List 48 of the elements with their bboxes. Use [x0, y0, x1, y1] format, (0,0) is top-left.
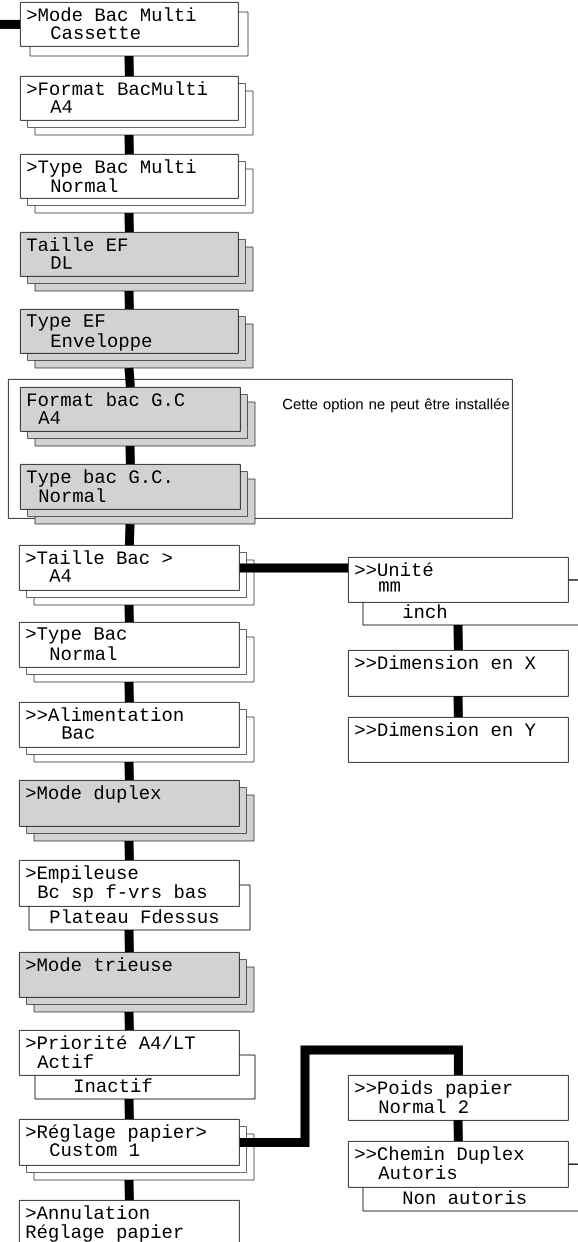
connector-line [453, 695, 463, 718]
menu-card: >Format BacMulti A4 [20, 76, 254, 136]
menu-card: >Réglage papier> Custom 1 [19, 1119, 255, 1181]
menu-card: >Priorité A4/LT Actif Inactif [19, 1030, 256, 1100]
menu-card: >Mode trieuse [19, 952, 255, 1013]
connector-line [124, 55, 134, 77]
connector-line [124, 840, 134, 861]
menu-card: Type bac G.C. Normal [20, 464, 256, 525]
node-label: >>Chemin Duplex [355, 1146, 524, 1164]
connector-line [568, 1164, 578, 1165]
connector-line [239, 563, 348, 573]
menu-card: >>Chemin Duplex Autoris Non autoris [348, 1141, 578, 1212]
menu-card: Taille EF DL [20, 232, 254, 292]
connector-line [124, 681, 134, 703]
connector-line [453, 1119, 463, 1142]
menu-card: >Mode duplex [19, 780, 255, 842]
connector-line [124, 1098, 134, 1120]
connector-line [124, 1011, 134, 1031]
menu-card: >>Poids papier Normal 2 [348, 1075, 569, 1121]
connector-line [125, 445, 135, 465]
menu-card: >Type Bac Multi Normal [20, 154, 254, 214]
node-label: Plateau Fdessus [50, 909, 218, 924]
menu-card: >Empileuse Bc sp f-vrs bas Plateau Fdessus [19, 860, 251, 931]
connector-line [124, 367, 135, 388]
menu-card: >>Dimension en X [348, 650, 569, 697]
menu-card: >Mode Bac Multi Cassette [20, 2, 249, 57]
connector-line [124, 212, 134, 233]
menu-card: >Annulation Réglage papier [19, 1200, 240, 1242]
menu-card: >Type Bac Normal [19, 622, 255, 683]
menu-card: >>Alimentation Bac [19, 702, 255, 763]
connector-line [453, 624, 463, 651]
connector-line [124, 1179, 134, 1201]
connector-line [0, 19, 20, 29]
connector-line [239, 1045, 463, 1147]
connector-line [568, 579, 578, 581]
menu-card: >Taille Bac > A4 [19, 545, 255, 606]
menu-card: Format bac G.C A4 [20, 387, 256, 447]
connector-line [124, 290, 134, 310]
menu-card: Type EF Enveloppe [20, 309, 254, 369]
connector-line [124, 761, 134, 781]
node-label: Inactif [75, 1078, 152, 1093]
connector-line [124, 604, 134, 623]
menu-card: >>Dimension en Y [348, 717, 569, 763]
menu-card: >>Unité mm inch [348, 557, 578, 626]
connector-line [124, 523, 135, 546]
connector-line [124, 929, 134, 953]
connector-line [124, 134, 134, 155]
node-label: >>Unité [355, 562, 433, 577]
